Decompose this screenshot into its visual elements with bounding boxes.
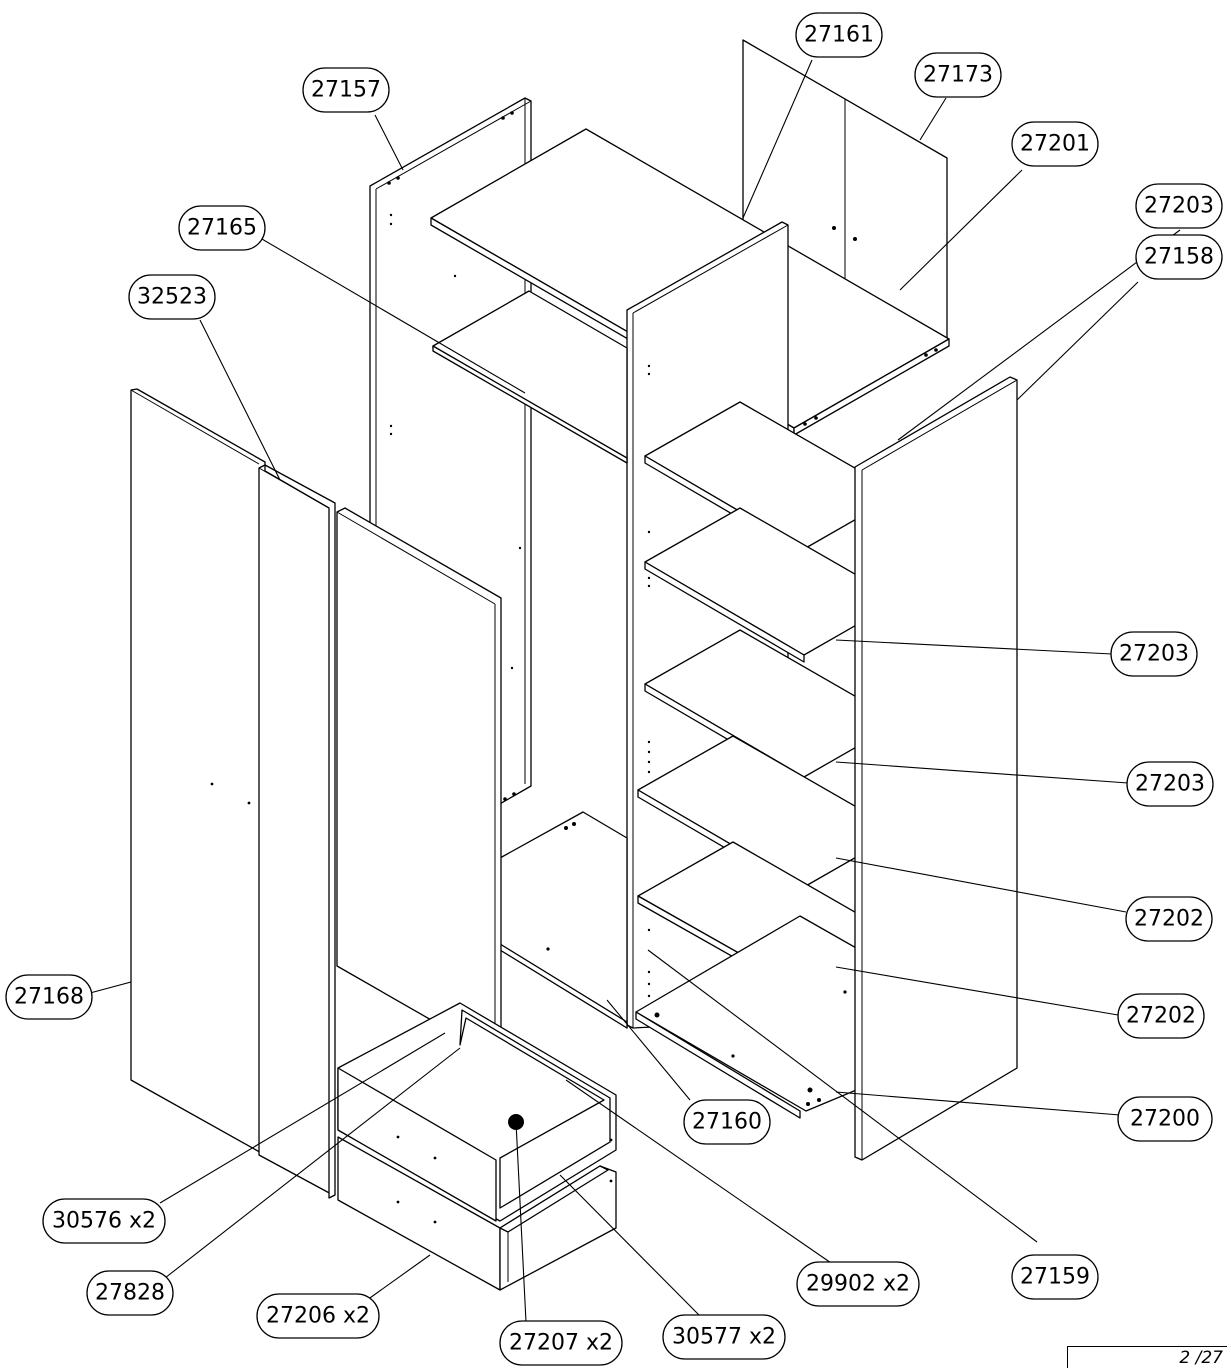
callout-label: 27160 <box>692 1110 762 1135</box>
callout-29902: 29902 x2 <box>796 1261 920 1307</box>
callout-27157: 27157 <box>302 67 390 113</box>
callout-27828: 27828 <box>86 1270 174 1316</box>
callout-label: 27200 <box>1130 1107 1200 1132</box>
callout-27200: 27200 <box>1117 1096 1213 1142</box>
callout-label: 27203 <box>1119 642 1189 667</box>
callout-label: 27828 <box>95 1281 165 1306</box>
callout-27160: 27160 <box>683 1099 771 1145</box>
callout-label: 27165 <box>187 216 257 241</box>
callout-27159: 27159 <box>1011 1254 1099 1300</box>
callout-label: 27159 <box>1020 1265 1090 1290</box>
callout-label: 32523 <box>137 285 207 310</box>
callout-27203-third: 27203 <box>1126 761 1214 807</box>
callout-label: 27206 x2 <box>266 1304 370 1329</box>
callout-27165: 27165 <box>178 205 266 251</box>
bottom-panel-27160 <box>499 811 628 1029</box>
callout-label: 27203 <box>1144 194 1214 219</box>
callout-label: 29902 x2 <box>806 1272 910 1297</box>
right-side-panel-27158 <box>854 376 1018 1161</box>
leader-lines <box>89 59 1181 1323</box>
callout-27201: 27201 <box>1011 121 1099 167</box>
door-27168 <box>130 388 266 1156</box>
callout-label: 30577 x2 <box>672 1325 776 1350</box>
callout-27161: 27161 <box>795 12 883 58</box>
page-number: 2 /27 <box>1067 1346 1227 1368</box>
shelf-27203-second <box>644 507 901 663</box>
callout-label: 27207 x2 <box>509 1331 613 1356</box>
callout-label: 27168 <box>14 985 84 1010</box>
shelf-27165 <box>432 290 628 464</box>
door-27828 <box>336 507 502 1061</box>
callout-27173: 27173 <box>914 52 1002 98</box>
callout-label: 27157 <box>311 78 381 103</box>
callout-label: 30576 x2 <box>52 1209 156 1234</box>
callout-label: 27201 <box>1020 132 1090 157</box>
callout-label: 27173 <box>923 63 993 88</box>
callout-27203-top: 27203 <box>1135 183 1223 229</box>
callout-27168: 27168 <box>5 974 93 1020</box>
drawer-lower <box>337 1136 617 1291</box>
callout-label: 27202 <box>1134 907 1204 932</box>
callout-label: 27202 <box>1126 1004 1196 1029</box>
callout-27158: 27158 <box>1135 234 1223 280</box>
door-32523 <box>210 464 336 1199</box>
callout-27206: 27206 x2 <box>256 1293 380 1339</box>
callout-27203-second: 27203 <box>1110 631 1198 677</box>
callout-label: 27203 <box>1135 772 1205 797</box>
callout-32523: 32523 <box>128 274 216 320</box>
callout-label: 27158 <box>1144 245 1214 270</box>
callout-30576: 30576 x2 <box>42 1198 166 1244</box>
drawer-upper <box>337 1002 617 1222</box>
callout-27207: 27207 x2 <box>499 1320 623 1366</box>
callout-27202-second: 27202 <box>1117 993 1205 1039</box>
callout-27202-first: 27202 <box>1125 896 1213 942</box>
callout-30577: 30577 x2 <box>662 1314 786 1360</box>
callout-label: 27161 <box>804 23 874 48</box>
